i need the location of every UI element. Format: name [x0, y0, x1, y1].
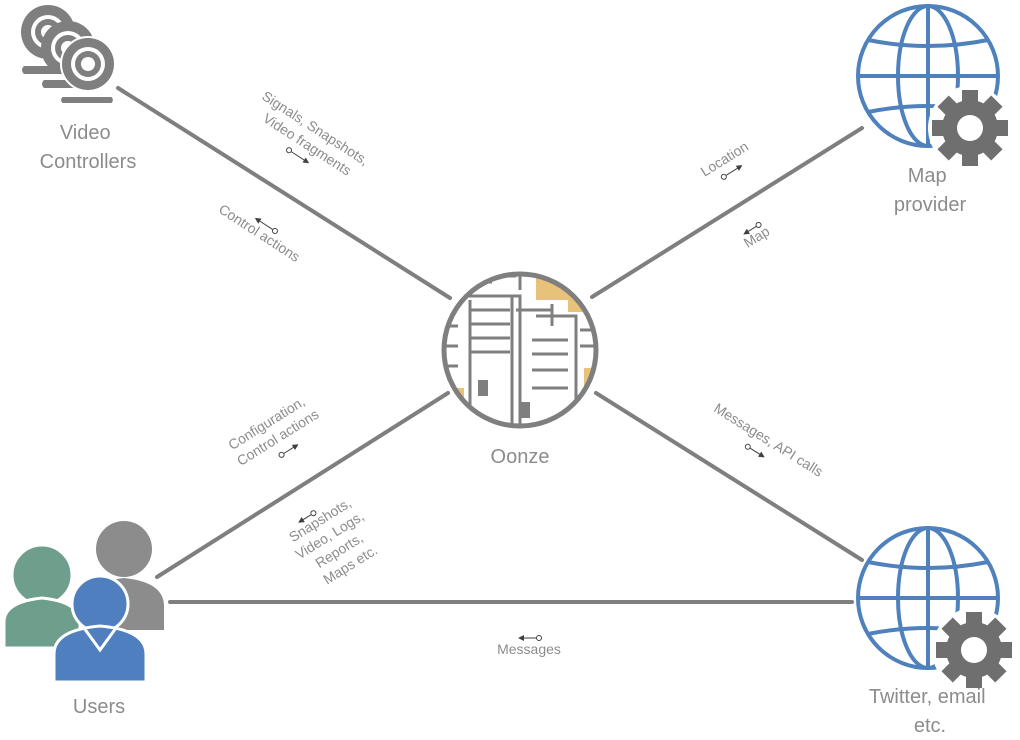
flow-arrow-icon	[720, 165, 743, 180]
flow-arrow-icon	[298, 510, 317, 523]
edge-map-center	[590, 126, 864, 299]
edge-label-snapshots: Snapshots, Video, Logs, Reports, Maps et…	[283, 490, 389, 593]
edge-label-messages-api: Messages, API calls	[711, 400, 826, 480]
edge-label-location: Location	[698, 138, 751, 180]
edge-video-center	[116, 86, 452, 300]
flow-arrow-icon	[254, 217, 278, 234]
edge-users-center	[155, 391, 450, 579]
svg-text:Messages: Messages	[497, 641, 561, 657]
map-provider-label: Map provider	[894, 165, 967, 216]
edge-label-configuration: Configuration, Control actions	[224, 390, 321, 469]
flow-arrow-icon	[743, 221, 762, 235]
svg-text:Messages, API calls: Messages, API calls	[711, 400, 826, 480]
edge-center-twitter	[594, 391, 864, 562]
svg-text:Snapshots, Video, Logs,: Snapshots, Video, Logs, Reports, Maps et…	[283, 490, 389, 593]
edge-label-messages: Messages	[497, 635, 561, 657]
svg-text:Control actions: Control actions	[216, 201, 303, 265]
users-label: Users	[73, 696, 125, 718]
edge-label-map: Map	[741, 221, 772, 251]
oonze-label: Oonze	[491, 446, 550, 468]
flow-arrow-icon	[278, 444, 299, 458]
svg-text:Location: Location	[698, 138, 751, 180]
video-controllers-label: Video Controllers	[40, 122, 137, 173]
svg-text:Signals, Snapshots, Vide: Signals, Snapshots, Video fragments	[249, 88, 375, 186]
globe-gear-icon	[856, 526, 1016, 692]
globe-gear-icon	[856, 4, 1012, 170]
edge-label-video-control: Control actions	[216, 201, 303, 265]
flow-arrow-icon	[518, 635, 542, 641]
webcam-icon	[21, 5, 116, 105]
flow-arrow-icon	[286, 147, 310, 164]
flow-arrow-icon	[744, 443, 765, 458]
twitter-email-label: Twitter, email etc.	[869, 686, 991, 737]
svg-text:Configuration, Control a: Configuration, Control actions	[224, 390, 321, 468]
oonze-map-logo	[441, 271, 599, 429]
users-group-icon	[2, 521, 164, 684]
